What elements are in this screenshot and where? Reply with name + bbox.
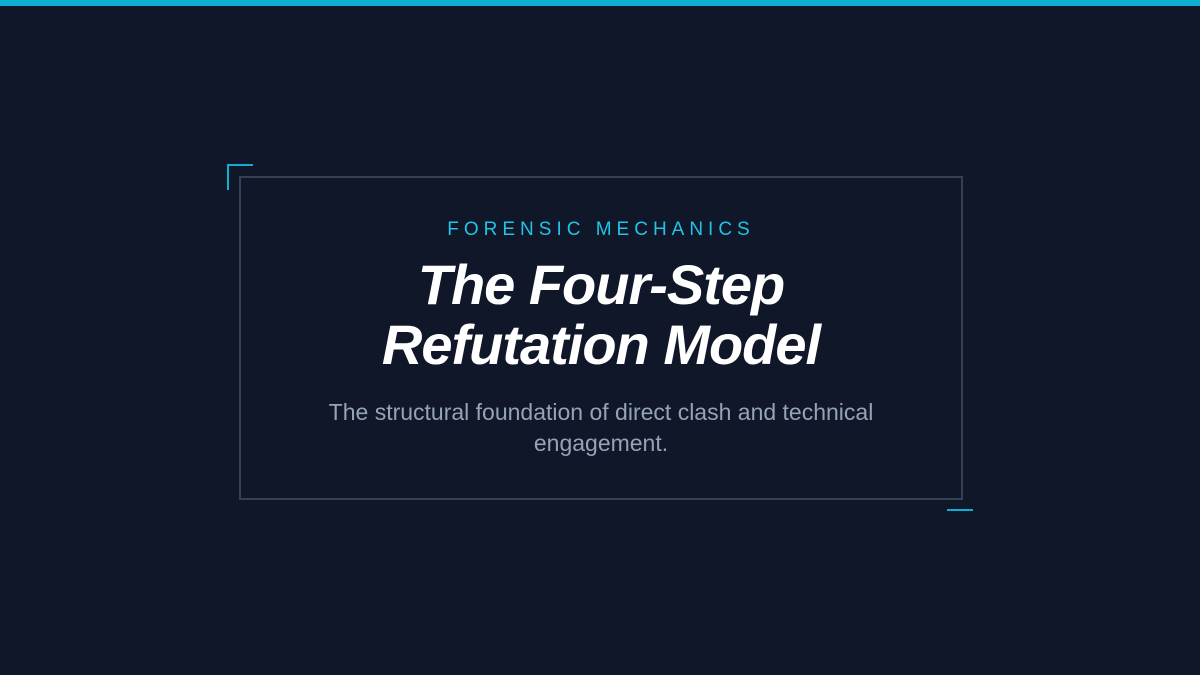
title-line-2: Refutation Model (381, 313, 821, 376)
top-accent-bar (0, 0, 1200, 6)
title-line-1: The Four-Step (417, 253, 786, 316)
corner-bracket-top-left (227, 164, 253, 166)
slide-title: The Four-Step Refutation Model (239, 255, 963, 375)
title-frame (239, 176, 963, 500)
kicker-label: FORENSIC MECHANICS (447, 219, 755, 240)
corner-bracket-top-left-vertical (227, 164, 229, 190)
title-content: FORENSIC MECHANICS The Four-Step Refutat… (239, 176, 963, 459)
slide-subtitle: The structural foundation of direct clas… (328, 399, 874, 456)
corner-bracket-bottom-right (947, 509, 973, 511)
